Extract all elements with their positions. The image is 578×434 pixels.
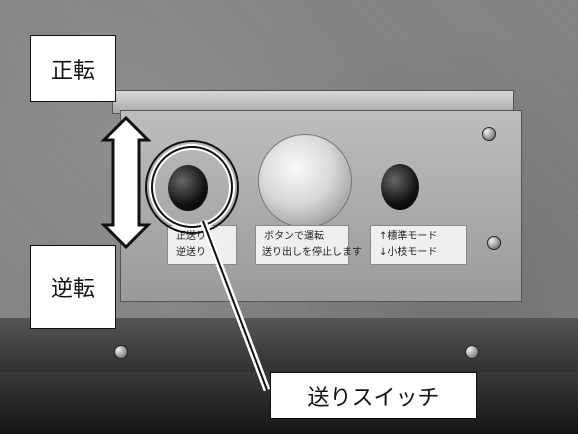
plate-text: ↓小枝モード — [379, 247, 438, 258]
plate-text: 正送り — [176, 231, 206, 242]
plate-text: ↑標準モード — [379, 231, 438, 242]
forward-callout: 正転 — [30, 35, 116, 102]
plate-text: 送り出しを停止します — [262, 247, 362, 258]
mode-switch-knob[interactable] — [381, 164, 419, 210]
feed-switch-label: 送りスイッチ — [307, 385, 440, 411]
screw-icon — [114, 345, 128, 359]
reverse-label: 逆転 — [50, 277, 95, 302]
screw-icon — [482, 127, 496, 141]
highlight-ring-outer-icon — [145, 140, 239, 234]
reverse-callout: 逆転 — [30, 245, 116, 329]
leader-line-outline — [202, 220, 268, 391]
forward-label: 正転 — [50, 58, 95, 84]
plate-text: 逆送り — [176, 247, 206, 258]
mode-plate: ↑標準モード ↓小枝モード — [370, 225, 467, 265]
plate-text: ボタンで運転 — [264, 231, 324, 242]
screw-icon — [487, 236, 501, 250]
feed-switch-callout: 送りスイッチ — [270, 372, 477, 419]
feed-switch-knob[interactable] — [168, 165, 208, 211]
center-plate: ボタンで運転 送り出しを停止します — [255, 225, 362, 265]
double-arrow-icon — [100, 115, 152, 250]
screw-icon — [465, 345, 479, 359]
highlight-ring-inner-icon — [151, 146, 233, 228]
